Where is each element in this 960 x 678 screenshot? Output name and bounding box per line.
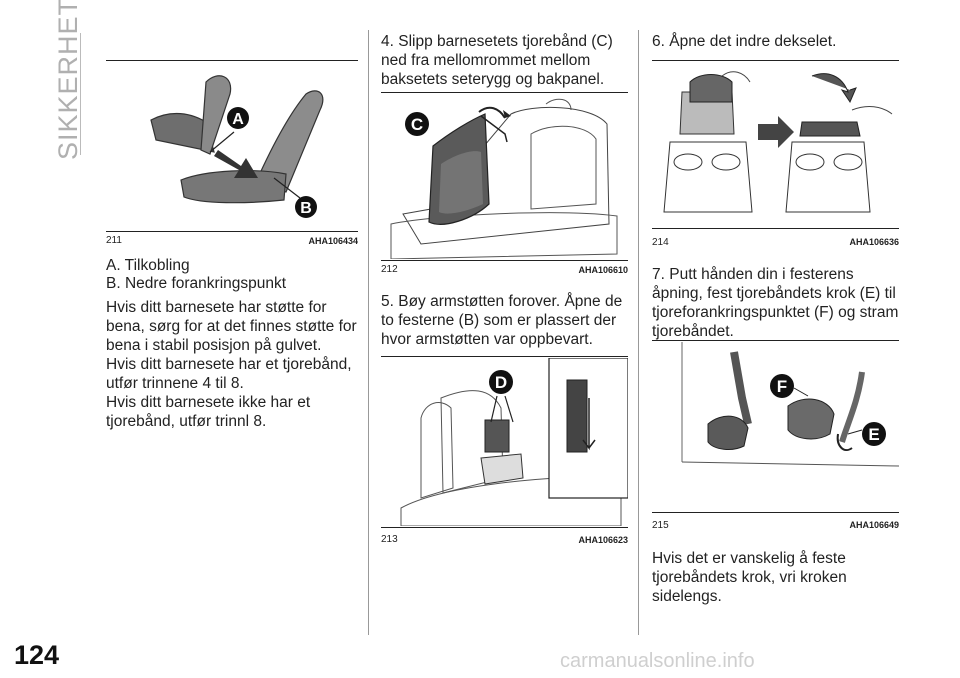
figure-213-bottom-rule xyxy=(381,527,628,528)
figure-215-number: 215 xyxy=(652,520,669,531)
label-b-marker xyxy=(295,196,317,218)
paragraph-3: Hvis ditt barnesete ikke har et tjorebån… xyxy=(106,394,311,430)
column-divider-2 xyxy=(638,30,639,635)
figure-211-number: 211 xyxy=(106,235,122,246)
label-a-marker xyxy=(227,107,249,129)
figure-215-bottom-rule xyxy=(652,512,899,513)
step-4: 4. Slipp barnesetets tjorebånd (C) ned f… xyxy=(381,33,613,88)
page-number: 124 xyxy=(14,640,60,670)
label-e: E xyxy=(868,425,879,444)
label-c-marker xyxy=(405,112,429,136)
step-6: 6. Åpne det indre dekselet. xyxy=(652,33,837,50)
step-5: 5. Bøy armstøtten forover. Åpne de to fe… xyxy=(381,293,623,348)
step-7: 7. Putt hånden din i festerens åpning, f… xyxy=(652,266,899,340)
figure-214-top-rule xyxy=(652,60,899,61)
paragraph-1: Hvis ditt barnesete har støtte for bena,… xyxy=(106,299,357,354)
figure-214-code: AHA106636 xyxy=(849,237,899,247)
figure-214-image xyxy=(652,62,899,227)
section-tab: SIKKERHET xyxy=(53,0,83,160)
figure-215-image: F E xyxy=(652,342,899,512)
note-paragraph: Hvis det er vanskelig å feste tjorebånde… xyxy=(652,550,847,605)
figure-211-bottom-rule xyxy=(106,231,358,232)
figure-213-code: AHA106623 xyxy=(578,535,628,545)
figure-213-image: D xyxy=(381,358,628,526)
figure-212-bottom-rule xyxy=(381,260,628,261)
label-a: A xyxy=(232,111,244,128)
legend-b: B. Nedre forankringspunkt xyxy=(106,275,287,292)
figure-212-code: AHA106610 xyxy=(578,265,628,275)
label-c: C xyxy=(411,115,423,134)
label-f: F xyxy=(777,377,787,396)
label-d-marker xyxy=(489,370,513,394)
label-d: D xyxy=(495,373,507,392)
figure-211-code: AHA106434 xyxy=(308,236,358,246)
figure-214-number: 214 xyxy=(652,237,669,248)
figure-212-number: 212 xyxy=(381,264,398,275)
section-tab-line xyxy=(80,33,81,155)
figure-213-number: 213 xyxy=(381,534,398,545)
label-f-marker xyxy=(770,374,794,398)
figure-213-top-rule xyxy=(381,356,628,357)
figure-211-image: A B xyxy=(106,62,358,230)
paragraph-2: Hvis ditt barnesete har et tjorebånd, ut… xyxy=(106,356,352,392)
figure-211-top-rule xyxy=(106,60,358,61)
legend-a: A. Tilkobling xyxy=(106,257,190,274)
figure-215-code: AHA106649 xyxy=(849,520,899,530)
column-divider-1 xyxy=(368,30,369,635)
figure-212-image: C xyxy=(381,94,628,259)
label-b: B xyxy=(300,200,312,217)
figure-214-bottom-rule xyxy=(652,228,899,229)
label-e-marker xyxy=(862,422,886,446)
figure-215-top-rule xyxy=(652,340,899,341)
watermark: carmanualsonline.info xyxy=(560,650,755,672)
figure-212-top-rule xyxy=(381,92,628,93)
